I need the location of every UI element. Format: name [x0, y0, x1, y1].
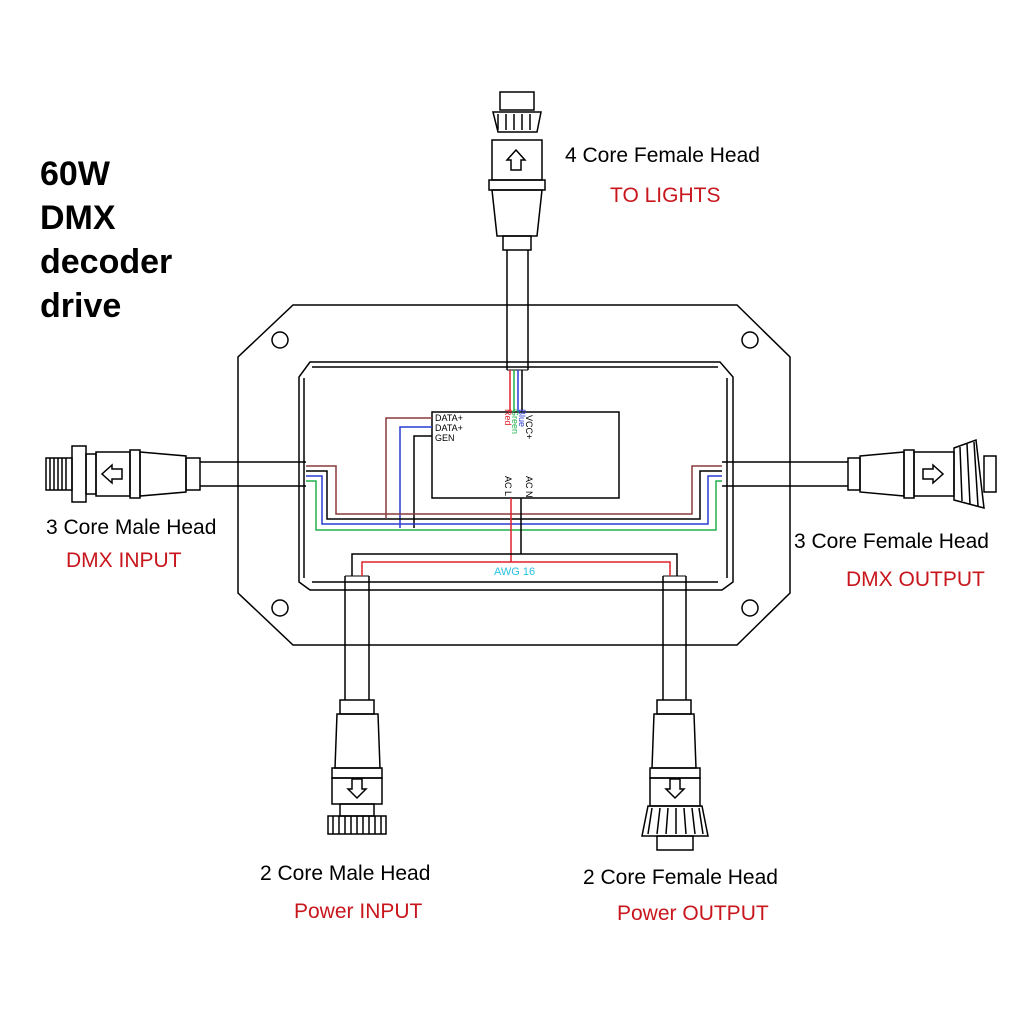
mount-hole-bottom-right: [741, 599, 759, 617]
right-cable: [722, 461, 848, 487]
right-connector-sublabel: DMX OUTPUT: [846, 568, 985, 591]
right-connector: [847, 438, 997, 510]
left-arrow-icon: [100, 463, 123, 485]
left-cable: [200, 461, 306, 487]
bottom-left-connector: [327, 699, 387, 835]
pin-ac-n: AC N: [524, 476, 534, 498]
top-connector: [488, 91, 546, 251]
title-line-4: drive: [40, 287, 122, 325]
left-connector-sublabel: DMX INPUT: [66, 549, 182, 572]
wire-bus-brown: [306, 465, 722, 515]
top-connector-label: 4 Core Female Head: [565, 144, 760, 167]
wire-bus-black: [306, 470, 722, 520]
bottom-left-cable: [344, 575, 370, 700]
top-connector-sublabel: TO LIGHTS: [610, 184, 721, 207]
bottom-right-connector-label: 2 Core Female Head: [583, 866, 778, 889]
pin-data-plus-1: DATA+: [435, 413, 463, 423]
bottom-left-connector-sublabel: Power INPUT: [294, 900, 423, 923]
bottom-left-arrow-icon: [346, 778, 368, 800]
bottom-right-connector-sublabel: Power OUTPUT: [617, 902, 769, 925]
internal-wires: [306, 370, 722, 576]
title-line-3: decoder: [40, 243, 173, 281]
top-cable: [506, 250, 529, 371]
wire-data-brown: [385, 417, 432, 518]
pin-vcc: VCC+: [524, 415, 534, 439]
left-connector-label: 3 Core Male Head: [46, 516, 217, 539]
top-arrow-icon: [505, 148, 527, 171]
mount-hole-bottom-left: [271, 599, 289, 617]
wire-data-blue: [399, 426, 432, 528]
pin-red: Red: [503, 409, 513, 426]
bottom-right-connector: [641, 699, 709, 851]
right-connector-label: 3 Core Female Head: [794, 530, 989, 553]
pin-blue: Blue: [517, 409, 527, 427]
wire-bus-green: [306, 480, 722, 531]
bottom-right-cable: [662, 575, 687, 700]
bottom-right-arrow-icon: [664, 778, 686, 800]
pin-green: Green: [510, 409, 520, 434]
pin-data-plus-2: DATA+: [435, 423, 463, 433]
wire-power-black: [351, 553, 678, 576]
decoder-module: [431, 411, 620, 499]
pin-gen: GEN: [435, 433, 455, 443]
wire-power-red: [361, 561, 671, 576]
title-line-2: DMX: [40, 199, 116, 237]
enclosure-outer: [237, 304, 791, 646]
wire-gen-black: [413, 435, 432, 528]
enclosure-inner-line: [303, 366, 728, 583]
bottom-left-connector-label: 2 Core Male Head: [260, 862, 431, 885]
right-arrow-icon: [922, 463, 945, 485]
left-connector: [45, 445, 201, 503]
mount-hole-top-left: [271, 331, 289, 349]
wire-gauge-label: AWG 16: [494, 566, 535, 578]
title-line-1: 60W: [40, 155, 110, 193]
wire-bus-blue: [306, 475, 722, 525]
mount-hole-top-right: [741, 331, 759, 349]
diagram-title: 60W DMX decoder drive: [40, 152, 172, 328]
pin-ac-l: AC L: [503, 476, 513, 496]
enclosure-inner-frame: [298, 361, 734, 591]
